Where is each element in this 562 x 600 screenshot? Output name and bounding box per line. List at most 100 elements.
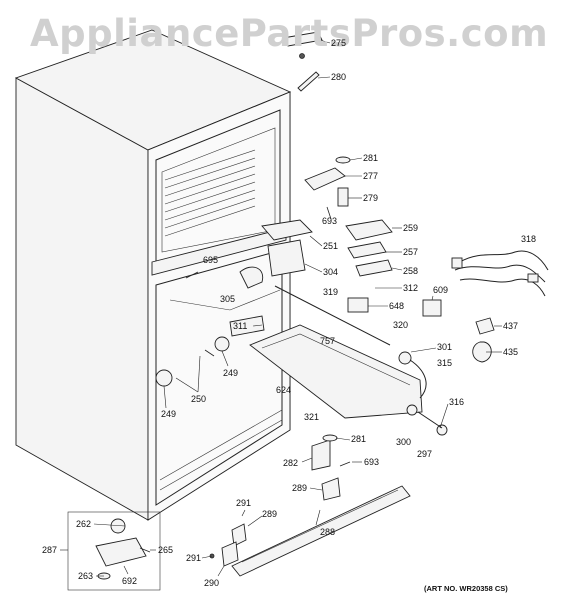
callout-262: 262 — [76, 519, 92, 529]
bracket-311 — [229, 315, 265, 337]
refrigerator-case — [14, 29, 292, 521]
cable-315 — [409, 359, 427, 399]
line-316 — [417, 411, 443, 429]
callout-279: 279 — [363, 193, 379, 203]
socket-437 — [475, 317, 495, 335]
screw-693-b — [339, 461, 351, 467]
callout-288: 288 — [320, 527, 336, 537]
fitting-297 — [436, 424, 448, 436]
grille-288 — [231, 485, 411, 577]
cover-259 — [345, 219, 393, 241]
case-interior-opening — [147, 91, 291, 521]
callout-257: 257 — [403, 247, 419, 257]
callout-297: 297 — [417, 449, 433, 459]
roller-249 — [214, 336, 230, 352]
callout-291-b: 291 — [186, 553, 202, 563]
callout-321: 321 — [304, 412, 320, 422]
screw-693 — [326, 206, 332, 220]
callout-251: 251 — [323, 241, 339, 251]
hinge-pin-280 — [297, 71, 320, 92]
washer-281-b — [322, 434, 338, 442]
evaporator-cover — [164, 149, 256, 237]
bulb-435 — [472, 341, 492, 363]
callout-624: 624 — [276, 385, 292, 395]
roller-249-b — [155, 369, 173, 387]
callout-265: 265 — [158, 545, 174, 555]
retainer-305 — [239, 266, 264, 289]
hinge-282 — [311, 439, 331, 471]
screw-250 — [204, 349, 215, 357]
case-left-side — [15, 77, 149, 521]
callout-692: 692 — [122, 576, 138, 586]
bracket-287 — [95, 537, 147, 567]
callout-289-b: 289 — [262, 509, 278, 519]
callout-281: 281 — [363, 153, 379, 163]
spacer-279 — [337, 187, 349, 207]
callout-281-b: 281 — [351, 434, 367, 444]
callout-315: 315 — [437, 358, 453, 368]
callout-316: 316 — [449, 397, 465, 407]
screw-265 — [139, 547, 151, 553]
callout-311: 311 — [233, 321, 248, 331]
fitting-300 — [406, 404, 418, 416]
housing-304 — [267, 239, 306, 277]
callout-259: 259 — [403, 223, 419, 233]
callout-320: 320 — [393, 320, 409, 330]
art-number-note: (ART NO. WR20358 CS) — [424, 584, 508, 593]
rod-319 — [274, 285, 391, 346]
module-648 — [347, 297, 369, 313]
callout-300: 300 — [396, 437, 412, 447]
clip-290 — [221, 541, 239, 567]
callout-249-b: 249 — [161, 409, 177, 419]
top-hinge-275 — [282, 31, 323, 59]
callout-319: 319 — [323, 287, 339, 297]
callout-435: 435 — [503, 347, 519, 357]
washer-281 — [335, 156, 351, 164]
liner-rib — [169, 289, 281, 311]
hinge-bracket-277 — [304, 167, 346, 191]
wire-harness-318 — [451, 250, 549, 297]
leader-lines — [60, 39, 502, 577]
board-258 — [355, 259, 393, 277]
callout-757: 757 — [320, 336, 336, 346]
callout-318: 318 — [521, 234, 537, 244]
callout-312: 312 — [403, 283, 419, 293]
callout-289: 289 — [292, 483, 308, 493]
callout-282: 282 — [283, 458, 299, 468]
clip-289-b — [231, 523, 247, 547]
callout-275: 275 — [331, 38, 347, 48]
callout-437: 437 — [503, 321, 519, 331]
gear-301 — [398, 351, 412, 365]
housing-251 — [261, 219, 313, 241]
bottom-edge — [159, 419, 283, 491]
mullion — [151, 227, 287, 276]
watermark-logo: AppliancePartsPros.com — [30, 12, 549, 55]
bottom-edge-2 — [159, 409, 283, 481]
bracket-289 — [321, 477, 341, 501]
callout-258: 258 — [403, 266, 419, 276]
callout-305: 305 — [220, 294, 236, 304]
switch-609 — [422, 299, 442, 317]
pad-257 — [347, 241, 387, 259]
callout-301: 301 — [437, 342, 453, 352]
leveler-detail-box — [67, 511, 161, 591]
callout-693: 693 — [322, 216, 338, 226]
callout-250: 250 — [191, 394, 207, 404]
callout-648: 648 — [389, 301, 405, 311]
callout-277: 277 — [363, 171, 379, 181]
fresh-food-liner — [155, 249, 283, 506]
callout-695: 695 — [203, 255, 219, 265]
grille-line — [241, 489, 399, 563]
callout-291: 291 — [236, 498, 252, 508]
housing-rim — [261, 333, 411, 386]
callout-263: 263 — [78, 571, 94, 581]
callout-609: 609 — [433, 285, 449, 295]
callout-693-b: 693 — [364, 457, 380, 467]
screw-695 — [185, 271, 199, 279]
callout-280: 280 — [331, 72, 347, 82]
callout-304: 304 — [323, 267, 339, 277]
callout-287: 287 — [42, 545, 58, 555]
callout-290: 290 — [204, 578, 220, 588]
